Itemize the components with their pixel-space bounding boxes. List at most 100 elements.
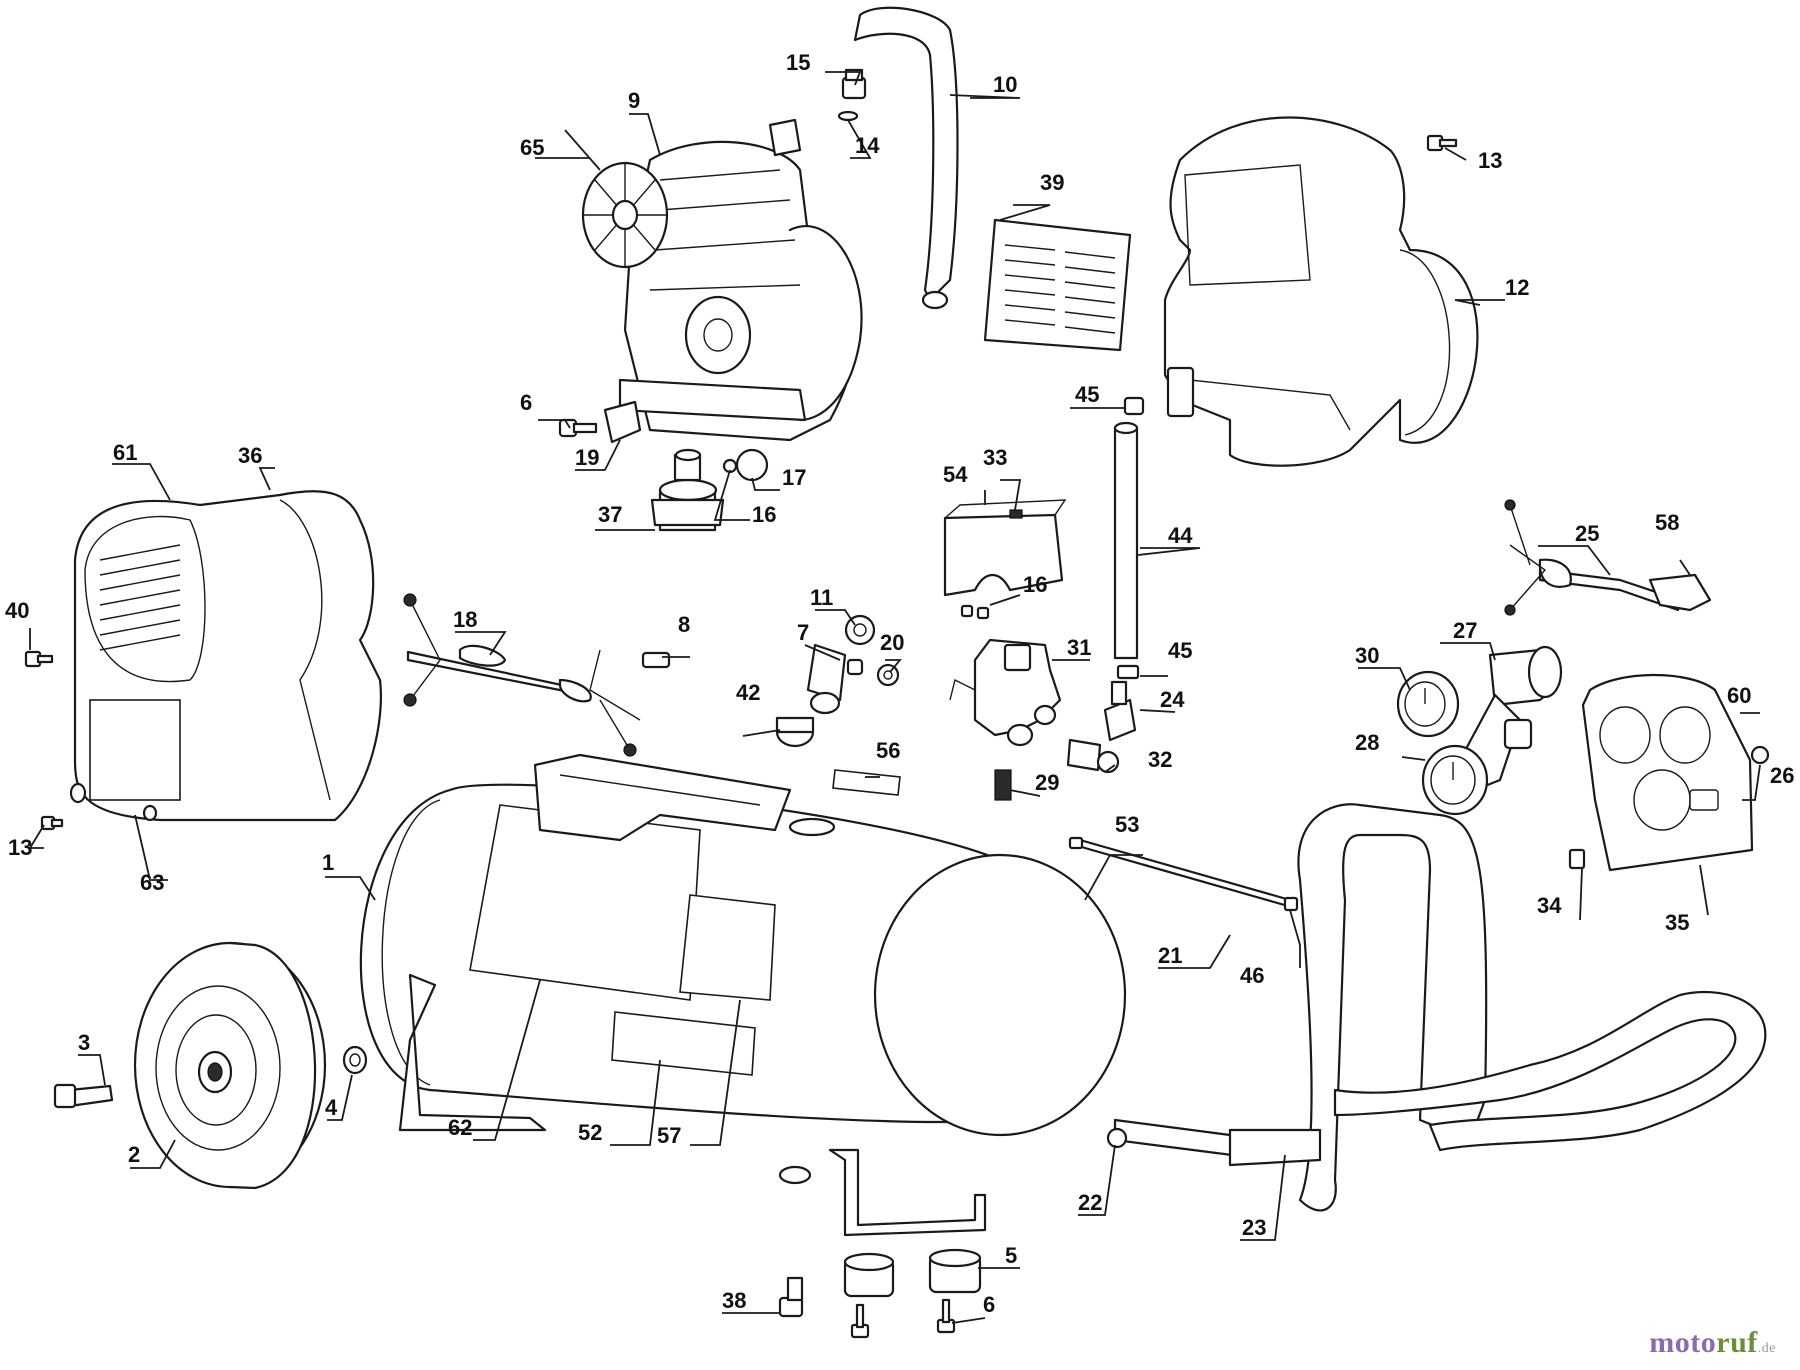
callout-45a: 45 xyxy=(1075,382,1099,407)
knob-19 xyxy=(603,400,642,444)
disc-17 xyxy=(735,448,769,482)
air-tank xyxy=(359,783,1127,1237)
spring-29 xyxy=(994,769,1012,801)
label-52 xyxy=(611,1011,756,1076)
cap-11 xyxy=(844,614,876,646)
callout-20: 20 xyxy=(880,630,904,655)
screw-26 xyxy=(1750,745,1770,765)
callout-12: 12 xyxy=(1505,275,1529,300)
rear-shroud xyxy=(1163,116,1479,467)
callout-4: 4 xyxy=(325,1095,338,1120)
callout-37: 37 xyxy=(598,502,622,527)
wheel xyxy=(133,941,327,1190)
callout-53: 53 xyxy=(1115,812,1139,837)
callout-6a: 6 xyxy=(520,390,532,415)
callout-6b: 6 xyxy=(983,1292,995,1317)
label-57 xyxy=(679,894,776,1001)
watermark-part3: .de xyxy=(1757,1341,1776,1356)
callout-39: 39 xyxy=(1040,170,1064,195)
callout-2: 2 xyxy=(128,1142,140,1167)
callout-33: 33 xyxy=(983,445,1007,470)
site-watermark: motoruf.de xyxy=(1649,1326,1776,1360)
callout-65: 65 xyxy=(520,135,544,160)
gauge-30 xyxy=(1396,670,1460,738)
nut-20 xyxy=(876,663,900,687)
front-shroud xyxy=(69,490,382,822)
part-8 xyxy=(641,651,671,669)
callout-63: 63 xyxy=(140,870,164,895)
screw-13-top xyxy=(1426,134,1458,152)
callout-21: 21 xyxy=(1158,943,1182,968)
axle-nut xyxy=(342,1045,368,1075)
callout-25: 25 xyxy=(1575,521,1599,546)
fitting-45-top xyxy=(1123,396,1145,416)
callout-31: 31 xyxy=(1067,635,1091,660)
bolt-6 xyxy=(558,418,956,1339)
callout-13b: 13 xyxy=(8,835,32,860)
callout-23: 23 xyxy=(1242,1215,1266,1240)
drain-valve xyxy=(778,1276,804,1318)
o-ring-14 xyxy=(837,110,859,122)
callout-38: 38 xyxy=(722,1288,746,1313)
callout-8: 8 xyxy=(678,612,690,637)
handle-frame xyxy=(1113,803,1767,1212)
motor-fan xyxy=(581,161,669,269)
callout-1: 1 xyxy=(322,850,334,875)
callout-36: 36 xyxy=(238,443,262,468)
callout-16b: 16 xyxy=(1023,572,1047,597)
callout-16a: 16 xyxy=(752,502,776,527)
callout-10: 10 xyxy=(993,72,1017,97)
callout-labels: 1 2 3 4 5 6 6 7 8 9 10 11 12 13 13 14 15… xyxy=(5,50,1794,1317)
check-valve-32 xyxy=(1066,738,1120,774)
callout-30: 30 xyxy=(1355,643,1379,668)
callout-26: 26 xyxy=(1770,763,1794,788)
callout-58: 58 xyxy=(1655,510,1679,535)
nut-22 xyxy=(1106,1127,1128,1149)
callout-40: 40 xyxy=(5,598,29,623)
switch-cover xyxy=(943,499,1067,597)
fitting-15 xyxy=(841,68,867,100)
callout-14: 14 xyxy=(855,133,880,158)
callout-28: 28 xyxy=(1355,730,1379,755)
transfer-pipe xyxy=(1113,421,1139,660)
control-panel xyxy=(1581,673,1754,872)
callout-5: 5 xyxy=(1005,1243,1017,1268)
watermark-part1: moto xyxy=(1649,1326,1717,1359)
watermark-part2: ruf xyxy=(1716,1326,1758,1359)
gauge-28 xyxy=(1421,744,1489,816)
callout-61: 61 xyxy=(113,440,137,465)
callout-9: 9 xyxy=(628,88,640,113)
callout-11: 11 xyxy=(810,585,833,610)
callout-56: 56 xyxy=(876,738,900,763)
callout-27: 27 xyxy=(1453,618,1477,643)
air-filter xyxy=(650,448,725,532)
motor-pump-assembly xyxy=(564,118,863,442)
callout-60: 60 xyxy=(1727,683,1751,708)
safety-valve-7 xyxy=(806,643,864,715)
callout-45b: 45 xyxy=(1168,638,1192,663)
outlet-tube xyxy=(853,6,959,310)
callout-7: 7 xyxy=(797,620,809,645)
rubber-feet xyxy=(843,1248,982,1298)
callout-44: 44 xyxy=(1168,523,1193,548)
callout-29: 29 xyxy=(1035,770,1059,795)
callout-32: 32 xyxy=(1148,747,1172,772)
callout-62: 62 xyxy=(448,1115,472,1140)
power-cord xyxy=(1504,499,1712,616)
screw-40 xyxy=(24,650,54,668)
callout-35: 35 xyxy=(1665,910,1689,935)
callout-52: 52 xyxy=(578,1120,602,1145)
elbow-24 xyxy=(1103,680,1137,742)
callout-24: 24 xyxy=(1160,687,1185,712)
callout-19: 19 xyxy=(575,445,599,470)
callout-46: 46 xyxy=(1240,963,1264,988)
label-56 xyxy=(832,769,901,796)
grille xyxy=(983,218,1132,352)
pressure-switch xyxy=(949,638,1062,747)
callout-34: 34 xyxy=(1537,893,1562,918)
axle-bolt xyxy=(53,1083,114,1109)
callout-22: 22 xyxy=(1078,1190,1102,1215)
callout-57: 57 xyxy=(657,1123,681,1148)
callout-13a: 13 xyxy=(1478,148,1502,173)
